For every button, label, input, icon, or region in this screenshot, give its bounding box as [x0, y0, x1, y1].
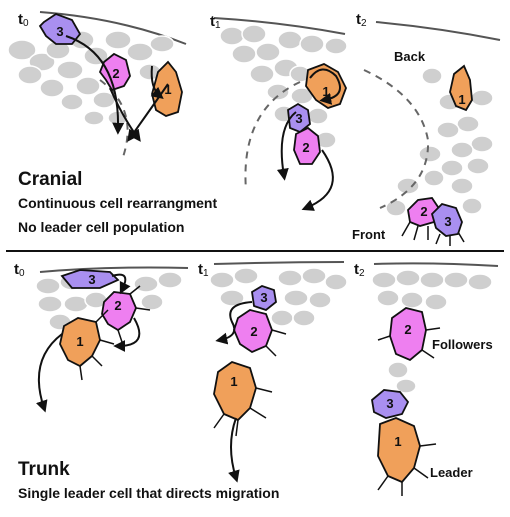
cranial-t0-cell-3-number: 3	[56, 24, 63, 39]
cranial-t2-filopodia	[401, 221, 465, 246]
cranial-t2-cell-1-number: 1	[458, 92, 465, 107]
trunk-t0-arrow-1	[111, 273, 131, 295]
leader-label: Leader	[430, 465, 473, 480]
cranial-t2-cell-3-number: 3	[444, 214, 451, 229]
trunk-t1-cell-3	[251, 285, 277, 312]
trunk-t2-cell-3-number: 3	[386, 396, 393, 411]
cranial-t2-surface	[375, 21, 501, 41]
cranial-t1-surface	[213, 17, 346, 35]
cranial-t2-cell-2-number: 2	[420, 204, 427, 219]
cranial-t2-cell-3	[430, 202, 463, 237]
trunk-t1-arrow-2	[228, 417, 240, 483]
cranial-t0-cell-2	[98, 52, 131, 92]
trunk-t1-background-cells	[209, 267, 348, 327]
trunk-t0-cell-1-number: 1	[76, 334, 83, 349]
trunk-t2-surface	[373, 262, 499, 267]
trunk-t0-filopodia	[79, 285, 151, 381]
trunk-t0-cell-2	[101, 291, 137, 332]
trunk-t1-surface	[213, 261, 345, 265]
trunk-t0-arrow-2	[113, 317, 141, 352]
cranial-t1-cell-3-number: 3	[295, 111, 302, 126]
followers-label: Followers	[432, 337, 493, 352]
trunk-t0-cell-2-number: 2	[114, 298, 121, 313]
cranial-t1-cell-2-number: 2	[302, 140, 309, 155]
trunk-t2-cell-1	[377, 417, 421, 484]
cranial-time-label-t0: t0	[18, 11, 29, 29]
trunk-t2-filopodia	[377, 327, 441, 496]
trunk-t1-cell-2-number: 2	[250, 324, 257, 339]
cell-number-labels: 3 2 1 1 3 2 1 2 3 3 2 1 3 2 1 2 3 1	[56, 24, 465, 449]
cranial-description-line-1: Continuous cell rearrangment	[18, 195, 218, 211]
cranial-t1-cell-2	[293, 126, 321, 165]
trunk-time-label-t2: t2	[354, 261, 365, 279]
cranial-time-label-t1: t1	[210, 13, 221, 31]
cranial-t0-cell-1	[151, 60, 183, 117]
cranial-t0-dashed-boundary	[99, 79, 129, 161]
cranial-t0-arrow-1	[65, 35, 125, 135]
cranial-t1-cell-1-number: 1	[322, 84, 329, 99]
cranial-t0-cell-1-number: 1	[164, 82, 171, 97]
trunk-time-label-t0: t0	[14, 261, 25, 279]
cranial-heading: Cranial	[18, 169, 83, 190]
trunk-heading: Trunk	[18, 459, 70, 480]
cranial-t1-arrow-1	[309, 68, 341, 105]
cranial-t1-background-cells	[219, 24, 348, 149]
trunk-t2-cell-1-number: 1	[394, 434, 401, 449]
trunk-t0-surface	[39, 266, 189, 273]
trunk-t1-filopodia	[213, 329, 287, 437]
trunk-t2-cell-3	[371, 389, 410, 419]
trunk-t1-cell-3-number: 3	[260, 290, 267, 305]
cranial-t1-dashed-boundary	[244, 81, 301, 191]
trunk-t1-cell-1	[213, 361, 257, 422]
back-label: Back	[394, 49, 426, 64]
trunk-description: Single leader cell that directs migratio…	[18, 485, 280, 501]
cranial-t1-arrow-2	[276, 111, 297, 181]
cranial-t2-background-cells	[385, 67, 494, 217]
cranial-t2-cell-1	[449, 64, 473, 112]
cranial-t2-dashed-boundary	[363, 69, 430, 209]
cranial-t1-cell-3	[287, 102, 311, 134]
trunk-t0-cell-3	[60, 269, 120, 289]
front-label: Front	[352, 227, 386, 242]
cranial-t0-cell-2-number: 2	[112, 66, 119, 81]
trunk-t0-arrow-3	[36, 333, 63, 413]
cranial-time-label-t2: t2	[356, 11, 367, 29]
trunk-t2-cell-2-number: 2	[404, 322, 411, 337]
cranial-t0-arrow-4	[127, 83, 169, 142]
section-divider	[6, 250, 504, 252]
trunk-t0-cell-3-number: 3	[88, 272, 95, 287]
trunk-t1-cell-1-number: 1	[230, 374, 237, 389]
cranial-t1-arrow-3	[301, 149, 334, 211]
cranial-t0-arrow-3	[150, 65, 164, 100]
trunk-time-label-t1: t1	[198, 261, 209, 279]
trunk-t1-arrow-1	[215, 301, 253, 345]
trunk-t2-background-cells	[371, 269, 493, 394]
cranial-description-line-2: No leader cell population	[18, 219, 185, 235]
